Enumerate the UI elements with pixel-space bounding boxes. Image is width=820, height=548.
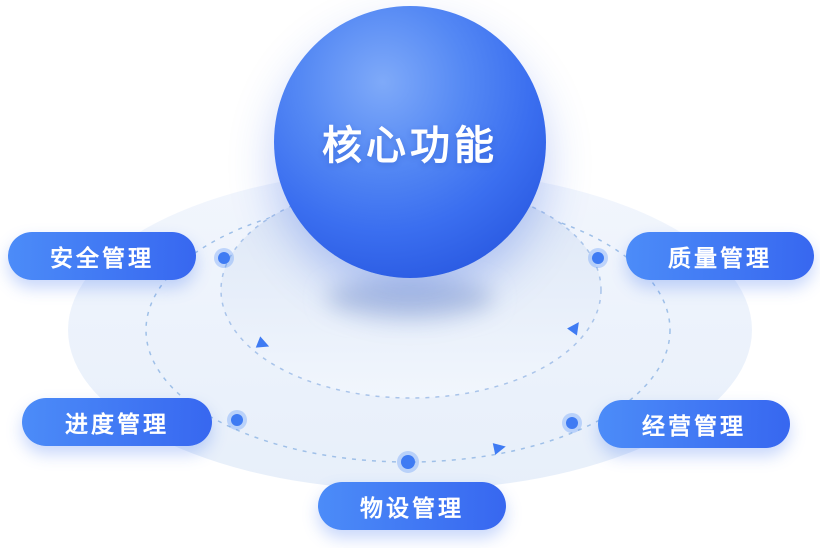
node-pill-label: 经营管理: [642, 413, 746, 439]
node-pill-label: 安全管理: [50, 245, 154, 271]
sphere-shadow: [326, 278, 494, 318]
node-pill-label: 物设管理: [360, 495, 464, 521]
orbit-dot-safety: [214, 248, 234, 268]
node-pill-quality: 质量管理: [626, 232, 814, 280]
node-pill-equipment: 物设管理: [318, 482, 506, 530]
orbit-dot-progress: [227, 410, 247, 430]
orbit-arrow-icon: [255, 336, 270, 348]
node-pill-safety: 安全管理: [8, 232, 196, 280]
core-sphere: 核心功能: [274, 6, 546, 278]
node-pill-label: 质量管理: [668, 245, 772, 271]
orbit-arrow-icon: [492, 443, 506, 455]
node-pill-label: 进度管理: [65, 411, 169, 437]
orbit-dot-equipment: [397, 451, 419, 473]
orbit-dots: [214, 248, 608, 473]
orbit-dot-quality: [588, 248, 608, 268]
orbit-arrow-icon: [567, 322, 579, 336]
orbit-dot-operation: [562, 413, 582, 433]
node-pill-progress: 进度管理: [22, 398, 212, 446]
node-pill-operation: 经营管理: [598, 400, 790, 448]
core-sphere-label: 核心功能: [322, 124, 498, 168]
orbit-arrows: [255, 322, 579, 455]
